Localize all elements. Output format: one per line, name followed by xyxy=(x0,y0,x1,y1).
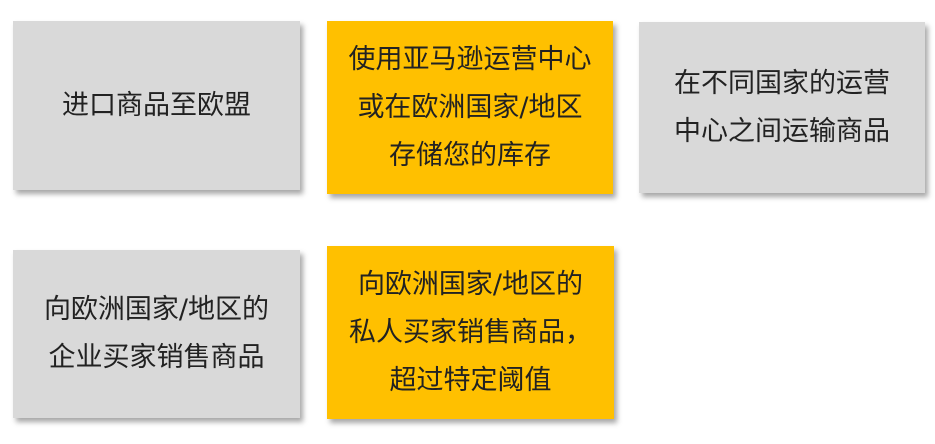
box-label: 在不同国家的运营 中心之间运输商品 xyxy=(674,67,890,147)
box-label: 进口商品至欧盟 xyxy=(62,89,251,121)
box-label: 使用亚马逊运营中心 或在欧洲国家/地区 存储您的库存 xyxy=(348,43,592,171)
box-label: 向欧洲国家/地区的 私人买家销售商品， 超过特定阈值 xyxy=(349,268,592,396)
box-transport-between-centers: 在不同国家的运营 中心之间运输商品 xyxy=(639,22,925,193)
box-store-inventory: 使用亚马逊运营中心 或在欧洲国家/地区 存储您的库存 xyxy=(327,21,613,194)
box-label: 向欧洲国家/地区的 企业买家销售商品 xyxy=(43,294,270,373)
box-sell-to-business-buyers: 向欧洲国家/地区的 企业买家销售商品 xyxy=(13,250,300,418)
box-import-goods-to-eu: 进口商品至欧盟 xyxy=(13,21,300,190)
box-sell-to-private-buyers: 向欧洲国家/地区的 私人买家销售商品， 超过特定阈值 xyxy=(327,246,614,419)
